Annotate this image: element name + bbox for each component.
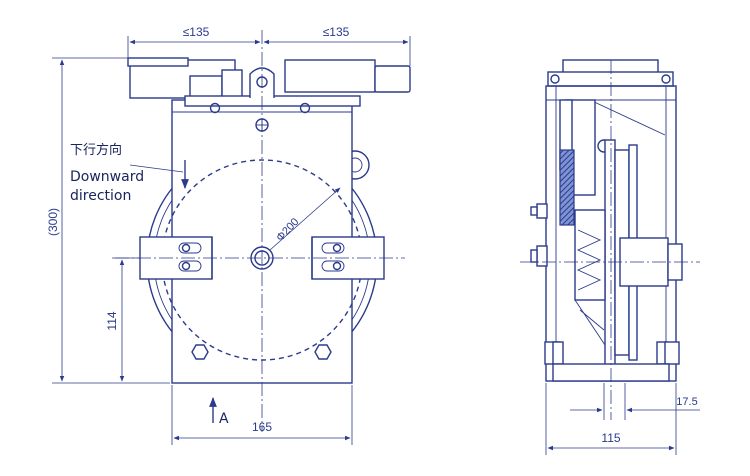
direction-label-en-1: Downward xyxy=(70,169,144,185)
screw-icon xyxy=(209,102,221,114)
hex-nut-icon xyxy=(314,344,332,360)
bolt-icon xyxy=(181,243,191,253)
friction-pad xyxy=(559,149,575,226)
dim-top-left: ≤135 xyxy=(183,25,210,39)
view-marker-label: A xyxy=(219,411,229,427)
right-connector xyxy=(374,65,411,93)
screw-icon xyxy=(299,102,311,114)
dim-width-front: 165 xyxy=(252,420,272,434)
bolt-icon xyxy=(181,261,191,271)
dim-width-side: 115 xyxy=(601,431,620,445)
direction-label-cn: 下行方向 xyxy=(70,142,122,158)
hex-nut-icon xyxy=(191,344,209,360)
bolt-icon xyxy=(530,206,538,216)
bolt-icon xyxy=(332,243,342,253)
direction-leader xyxy=(129,164,184,173)
front-dimensions xyxy=(52,36,411,445)
dim-center-height: 114 xyxy=(105,311,119,330)
dim-height: (300) xyxy=(46,208,60,236)
diameter-leader xyxy=(269,187,341,251)
direction-label-en-2: direction xyxy=(70,188,131,204)
bolt-icon xyxy=(332,261,342,271)
left-actuator-cap xyxy=(127,57,189,67)
side-top-bar xyxy=(547,71,674,87)
right-actuator xyxy=(284,59,376,93)
nut-icon xyxy=(664,341,680,365)
bolt-icon xyxy=(530,249,538,263)
side-dimensions xyxy=(545,383,700,455)
side-disc xyxy=(604,139,616,366)
dim-offset-side: 17.5 xyxy=(676,396,697,408)
side-view xyxy=(520,59,700,420)
dim-top-right: ≤135 xyxy=(323,25,350,39)
front-view xyxy=(115,30,411,432)
